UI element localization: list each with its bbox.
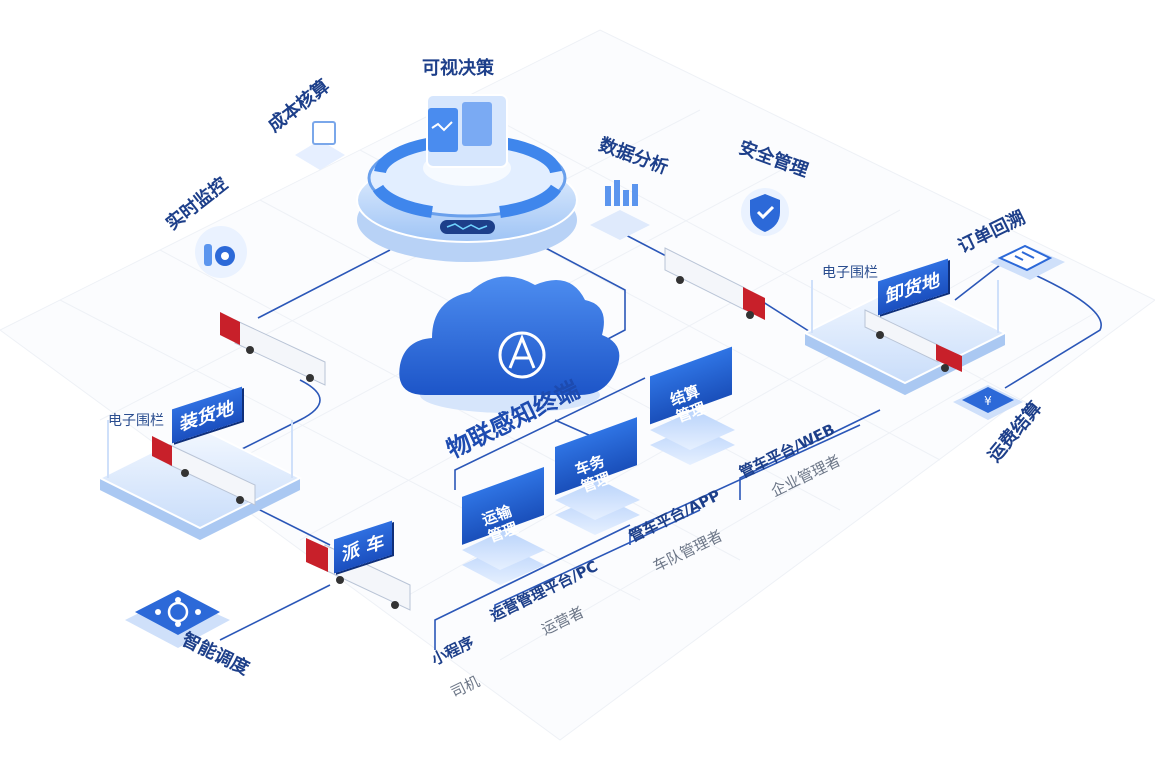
monitor-icon [295, 121, 345, 170]
settlement-icon: ¥ [953, 385, 1023, 420]
loading-fence-label: 电子围栏 [108, 413, 164, 429]
module-visual-decision: 可视决策 [422, 58, 494, 79]
iot-cloud [399, 276, 620, 413]
order-trace-icon [990, 244, 1065, 280]
stack-settlement [650, 346, 735, 465]
central-platform [356, 94, 578, 262]
truck-top-right [664, 247, 765, 320]
stack-transport [462, 467, 545, 585]
svg-text:¥: ¥ [984, 394, 992, 408]
unloading-fence-label: 电子围栏 [822, 265, 878, 281]
stack-vehicle [555, 417, 640, 535]
truck-unloading [864, 309, 962, 372]
truck-loading [152, 436, 256, 506]
dispatch-hub-icon [125, 590, 230, 648]
chart-icon [590, 180, 650, 240]
camera-icon [195, 226, 247, 278]
truck-top-left [220, 312, 326, 386]
shield-icon [741, 188, 789, 236]
connection-lines [219, 231, 1102, 650]
